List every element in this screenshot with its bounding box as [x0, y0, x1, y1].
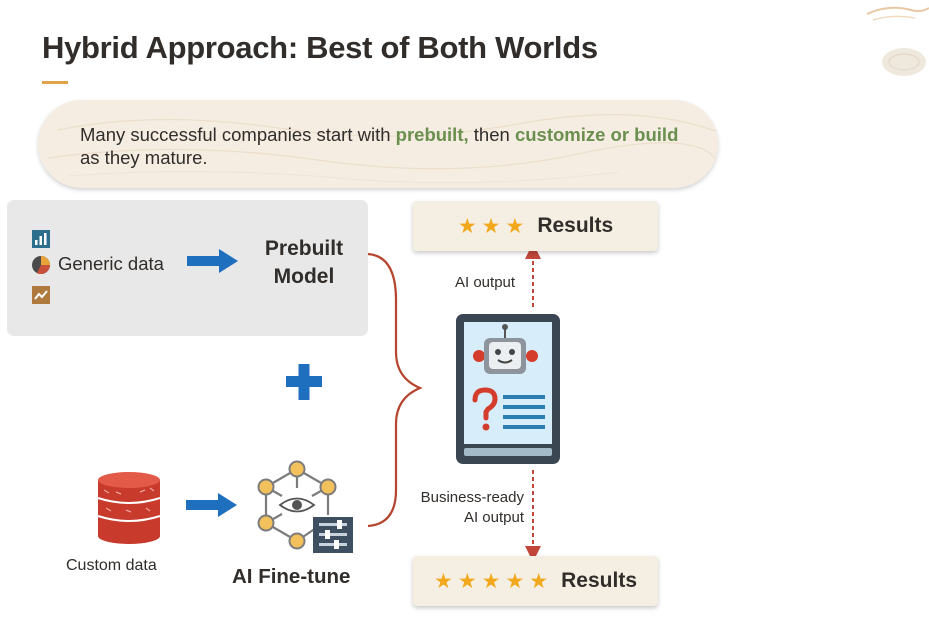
summary-banner: [38, 100, 718, 188]
bar-chart-icon: [32, 230, 50, 248]
star-rating-icon: ★★★★★: [434, 569, 554, 593]
banner-text: Many successful companies start with pre…: [80, 124, 679, 168]
database-icon: [97, 472, 161, 544]
generic-data-label: Generic data: [58, 253, 164, 274]
results-box-bottom: ★★★★★ Results: [413, 556, 658, 606]
corner-decoration: [866, 6, 929, 76]
pie-chart-icon: [32, 256, 51, 275]
page-title: Hybrid Approach: Best of Both Worlds: [42, 30, 598, 65]
results-box-top: ★★★ Results: [413, 201, 658, 251]
plus-icon: [286, 364, 322, 400]
results-label: Results: [537, 214, 614, 237]
line-chart-icon: [32, 286, 50, 304]
tablet-robot-icon: [456, 314, 560, 464]
ai-output-label: AI output: [455, 274, 516, 291]
banner-texture: [47, 114, 718, 184]
neural-network-icon: [257, 460, 353, 553]
title-underline: [42, 81, 68, 84]
results-label: Results: [561, 569, 637, 592]
star-rating-icon: ★★★: [457, 214, 530, 238]
prebuilt-panel: [7, 200, 368, 336]
custom-data-label: Custom data: [66, 557, 157, 574]
arrow-custom-to-finetune: [186, 493, 237, 517]
connector-bracket: [367, 252, 423, 528]
fine-tune-label: AI Fine-tune: [232, 565, 351, 588]
